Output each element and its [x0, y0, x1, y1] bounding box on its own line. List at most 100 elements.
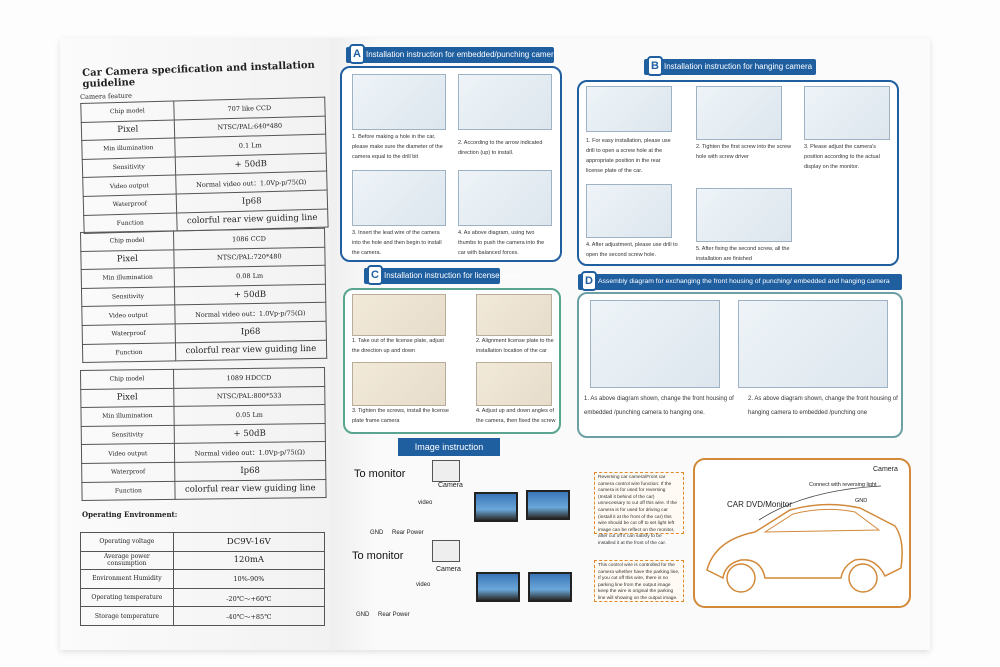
- car-wiring-diagram: CAR DVD/Monitor Camera Connect with reve…: [693, 458, 911, 608]
- monitor-screen-1b: [526, 490, 570, 520]
- step-d2-text: 2. As above diagram shown, change the fr…: [748, 396, 898, 416]
- spec-label: Waterproof: [82, 323, 176, 345]
- operating-environment-heading: Operating Environment:: [82, 510, 178, 519]
- step-a2-photo: [458, 74, 552, 130]
- step-a3-text: 3. Insert the lead wire of the camera in…: [352, 230, 442, 256]
- env-label: Operating temperature: [80, 587, 174, 608]
- step-a2-text: 2. According to the arrow indicated dire…: [458, 140, 543, 156]
- spec-value: Ip68: [174, 460, 326, 481]
- car-gnd-label: GND: [855, 498, 868, 504]
- rear-power-label-1: Rear Power: [392, 530, 424, 536]
- section-a-letter: A: [349, 44, 365, 64]
- step-b1-text: 1. For easy installation, please use dri…: [586, 138, 671, 174]
- step-a4-text: 4. As above diagram, using two thumbs to…: [458, 230, 545, 256]
- monitor-screen-1a: [474, 492, 518, 522]
- step-b5-photo: [696, 188, 792, 242]
- control-wire-note-2: This control wire is controlled for the …: [594, 560, 684, 602]
- env-label: Storage temperature: [80, 606, 174, 626]
- section-c-header: C Installation instruction for license p…: [364, 265, 519, 285]
- spec-label: Video output: [82, 175, 176, 197]
- spec-label: Min illumination: [81, 138, 175, 160]
- spec-label: Function: [82, 342, 176, 363]
- section-b-title: Installation instruction for hanging cam…: [664, 62, 813, 71]
- spec-label: Video output: [81, 443, 175, 464]
- env-label: Average power consumption: [80, 550, 174, 571]
- step-a3-photo: [352, 170, 446, 226]
- step-c4-text: 4. Adjust up and down angles of the came…: [476, 408, 556, 424]
- video-label-1: video: [418, 500, 433, 506]
- gnd-label-2: GND: [356, 612, 370, 618]
- step-d2-diagram: [738, 300, 888, 388]
- spec-value: Normal video out：1.0Vp-p/75(Ω): [174, 441, 326, 463]
- spec-label: Min illumination: [80, 406, 174, 427]
- spec-label: Waterproof: [81, 462, 175, 483]
- env-value: -20℃～+60℃: [172, 587, 326, 608]
- section-b-letter: B: [647, 56, 663, 76]
- camera-label-2: Camera: [436, 566, 461, 573]
- step-c3-photo: [352, 362, 446, 406]
- control-wire-note-1: Reversing car camera/Front car camera co…: [594, 472, 684, 546]
- spec-label: Min illumination: [81, 268, 175, 289]
- spec-value: colorful rear view guiding line: [174, 479, 327, 500]
- step-c1-photo: [352, 294, 446, 336]
- section-a-header: A Installation instruction for embedded/…: [346, 44, 558, 64]
- step-a1-text: 1. Before making a hole in the car, plea…: [352, 134, 443, 160]
- env-value: -40℃～+85℃: [172, 606, 326, 626]
- section-d-letter: D: [581, 271, 597, 291]
- env-value: 10%-90%: [172, 569, 326, 589]
- env-label: Environment Humidity: [80, 569, 174, 589]
- gnd-label-1: GND: [370, 530, 384, 536]
- spec-label: Sensitivity: [81, 425, 175, 445]
- step-b3-photo: [804, 86, 890, 140]
- spec-value: 0.05 Lm: [173, 404, 326, 426]
- step-b5-text: 5. After fixing the second screw, all th…: [696, 246, 790, 262]
- to-monitor-label-1: To monitor: [354, 468, 406, 480]
- step-c2-text: 2. Alignment license plate to the instal…: [476, 338, 554, 354]
- monitor-screen-2b: [528, 572, 572, 602]
- video-label-2: video: [416, 582, 431, 588]
- spec-label: Sensitivity: [82, 156, 176, 178]
- step-b2-text: 2. Tighten the first screw into the scre…: [696, 144, 792, 160]
- spec-label: Sensitivity: [81, 286, 175, 307]
- spec-label: Waterproof: [83, 193, 177, 216]
- monitor-screen-2a: [476, 572, 520, 602]
- spec-label: Pixel: [80, 387, 174, 408]
- spec-label: Function: [81, 480, 175, 501]
- step-c4-photo: [476, 362, 552, 406]
- env-label: Operating voltage: [80, 532, 174, 552]
- step-d1-diagram: [590, 300, 720, 388]
- car-camera-label: Camera: [873, 466, 898, 473]
- section-a-title: Installation instruction for embedded/pu…: [366, 50, 559, 59]
- section-d-title: Assembly diagram for exchanging the fron…: [598, 278, 890, 285]
- spec-label: Video output: [81, 305, 175, 326]
- section-c-letter: C: [367, 265, 383, 285]
- spec-label: Chip model: [80, 369, 174, 390]
- car-outline-icon: [706, 485, 903, 593]
- step-c1-text: 1. Take out of the license plate, adjust…: [352, 338, 444, 354]
- image-instruction-header: Image instruction: [398, 438, 500, 456]
- step-b4-photo: [586, 184, 672, 238]
- to-monitor-label-2: To monitor: [352, 550, 404, 562]
- step-c3-text: 3. Tighten the screws, install the licen…: [352, 408, 449, 424]
- camera-icon-1: [432, 460, 460, 482]
- step-b1-photo: [586, 86, 672, 132]
- step-d1-text: 1. As above diagram shown, change the fr…: [584, 396, 734, 416]
- spec-value: 1089 HDCCD: [173, 367, 325, 388]
- section-c-title: Installation instruction for license pla…: [384, 271, 520, 280]
- section-b-header: B Installation instruction for hanging c…: [644, 56, 816, 76]
- step-a4-photo: [458, 170, 552, 226]
- env-value: DC9V-16V: [172, 532, 326, 552]
- rear-power-label-2: Rear Power: [378, 612, 410, 618]
- step-b3-text: 3. Please adjust the camera's position a…: [804, 144, 880, 170]
- car-dvd-monitor-label: CAR DVD/Monitor: [727, 500, 792, 509]
- spec-label: Pixel: [81, 119, 175, 141]
- spec-value: NTSC/PAL:800*533: [173, 386, 325, 407]
- spec-label: Chip model: [80, 101, 174, 123]
- step-b4-text: 4. After adjustment, please use drill to…: [586, 242, 678, 258]
- step-a1-photo: [352, 74, 446, 130]
- spec-value: colorful rear view guiding line: [175, 339, 327, 362]
